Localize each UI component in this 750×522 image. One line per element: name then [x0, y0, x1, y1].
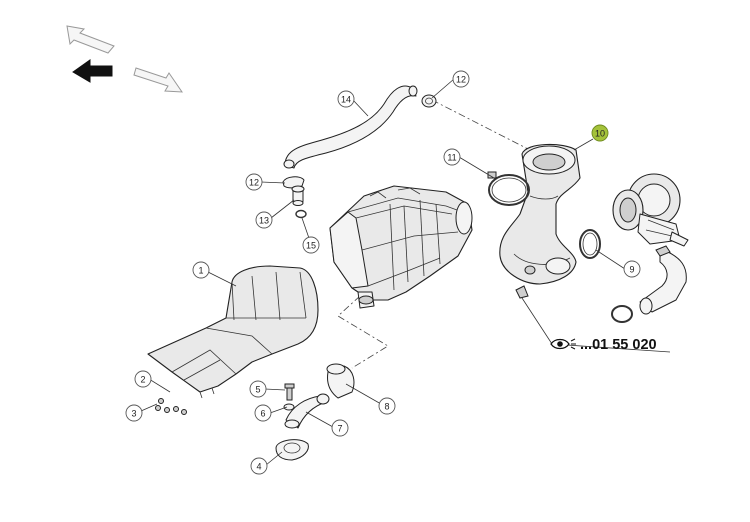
callout-circle	[623, 260, 641, 278]
callout-label: 5	[255, 385, 260, 395]
callout-5[interactable]: 5	[249, 380, 267, 398]
callout-label: 7	[337, 424, 342, 434]
callout-12a[interactable]: 12	[452, 70, 470, 88]
callout-label: 10	[595, 129, 605, 139]
callout-6[interactable]: 6	[254, 404, 272, 422]
callout-label: 1	[198, 266, 203, 276]
callout-8[interactable]: 8	[378, 397, 396, 415]
callout-circle	[331, 419, 349, 437]
callout-circle	[452, 70, 470, 88]
hose-part-14	[283, 85, 418, 169]
connection-lines	[337, 99, 531, 369]
reference-label[interactable]: ...01 55 020	[550, 337, 657, 353]
callout-label: 6	[260, 409, 265, 419]
nav-arrow-left-icon[interactable]	[72, 59, 113, 83]
callout-10[interactable]: 10	[591, 124, 609, 142]
clamp-part-9	[579, 229, 601, 259]
callout-label: 13	[259, 216, 269, 226]
oring-part-15	[295, 209, 307, 219]
callout-4[interactable]: 4	[250, 457, 268, 475]
callout-1[interactable]: 1	[192, 261, 210, 279]
outlet-pipe-right	[611, 245, 687, 323]
callout-2[interactable]: 2	[134, 370, 152, 388]
elbow-pipe-part-10[interactable]	[499, 143, 581, 285]
callout-circle	[302, 236, 320, 254]
elbow-pipe-part-8	[326, 363, 355, 399]
nav-arrow-up-left-icon[interactable]	[66, 25, 115, 54]
reference-number: ...01 55 020	[580, 337, 657, 353]
gasket-part-4	[275, 439, 309, 461]
fitting-elbow-bottom	[515, 285, 529, 299]
callout-label: 9	[629, 265, 634, 275]
callout-label: 14	[341, 95, 351, 105]
callout-circle	[192, 261, 210, 279]
callout-circle	[245, 173, 263, 191]
callout-label: 12	[249, 178, 259, 188]
callout-circle	[255, 211, 273, 229]
fasteners-part-2-3	[155, 398, 187, 415]
callout-3[interactable]: 3	[125, 404, 143, 422]
callout-circle	[250, 457, 268, 475]
callout-circle	[254, 404, 272, 422]
callout-circle	[134, 370, 152, 388]
callout-label: 8	[384, 402, 389, 412]
callout-circle	[378, 397, 396, 415]
callout-circle	[591, 124, 609, 142]
callout-circle	[443, 148, 461, 166]
callout-label: 4	[256, 462, 261, 472]
callout-circle	[249, 380, 267, 398]
washer-part-6	[283, 403, 295, 411]
callout-12b[interactable]: 12	[245, 173, 263, 191]
callout-label: 15	[306, 241, 316, 251]
fitting-part-13	[291, 185, 305, 206]
navigation-arrows	[66, 25, 183, 93]
turbocharger	[612, 173, 689, 247]
callout-14[interactable]: 14	[337, 90, 355, 108]
callout-11[interactable]: 11	[443, 148, 461, 166]
callout-circle	[125, 404, 143, 422]
clamp-part-11	[487, 171, 530, 206]
callout-15[interactable]: 15	[302, 236, 320, 254]
callout-label: 2	[140, 375, 145, 385]
eye-icon	[550, 338, 576, 350]
callout-label: 12	[456, 75, 466, 85]
callout-7[interactable]: 7	[331, 419, 349, 437]
callout-13[interactable]: 13	[255, 211, 273, 229]
bolt-part-5	[284, 383, 295, 401]
nav-arrow-right-icon[interactable]	[133, 67, 183, 93]
air-filter-housing	[329, 185, 473, 309]
callout-9[interactable]: 9	[623, 260, 641, 278]
callout-label: 3	[131, 409, 136, 419]
clamp-part-12-left	[282, 176, 305, 189]
callout-label: 11	[447, 153, 456, 163]
intake-duct-part-1	[147, 265, 319, 399]
callout-circle	[337, 90, 355, 108]
